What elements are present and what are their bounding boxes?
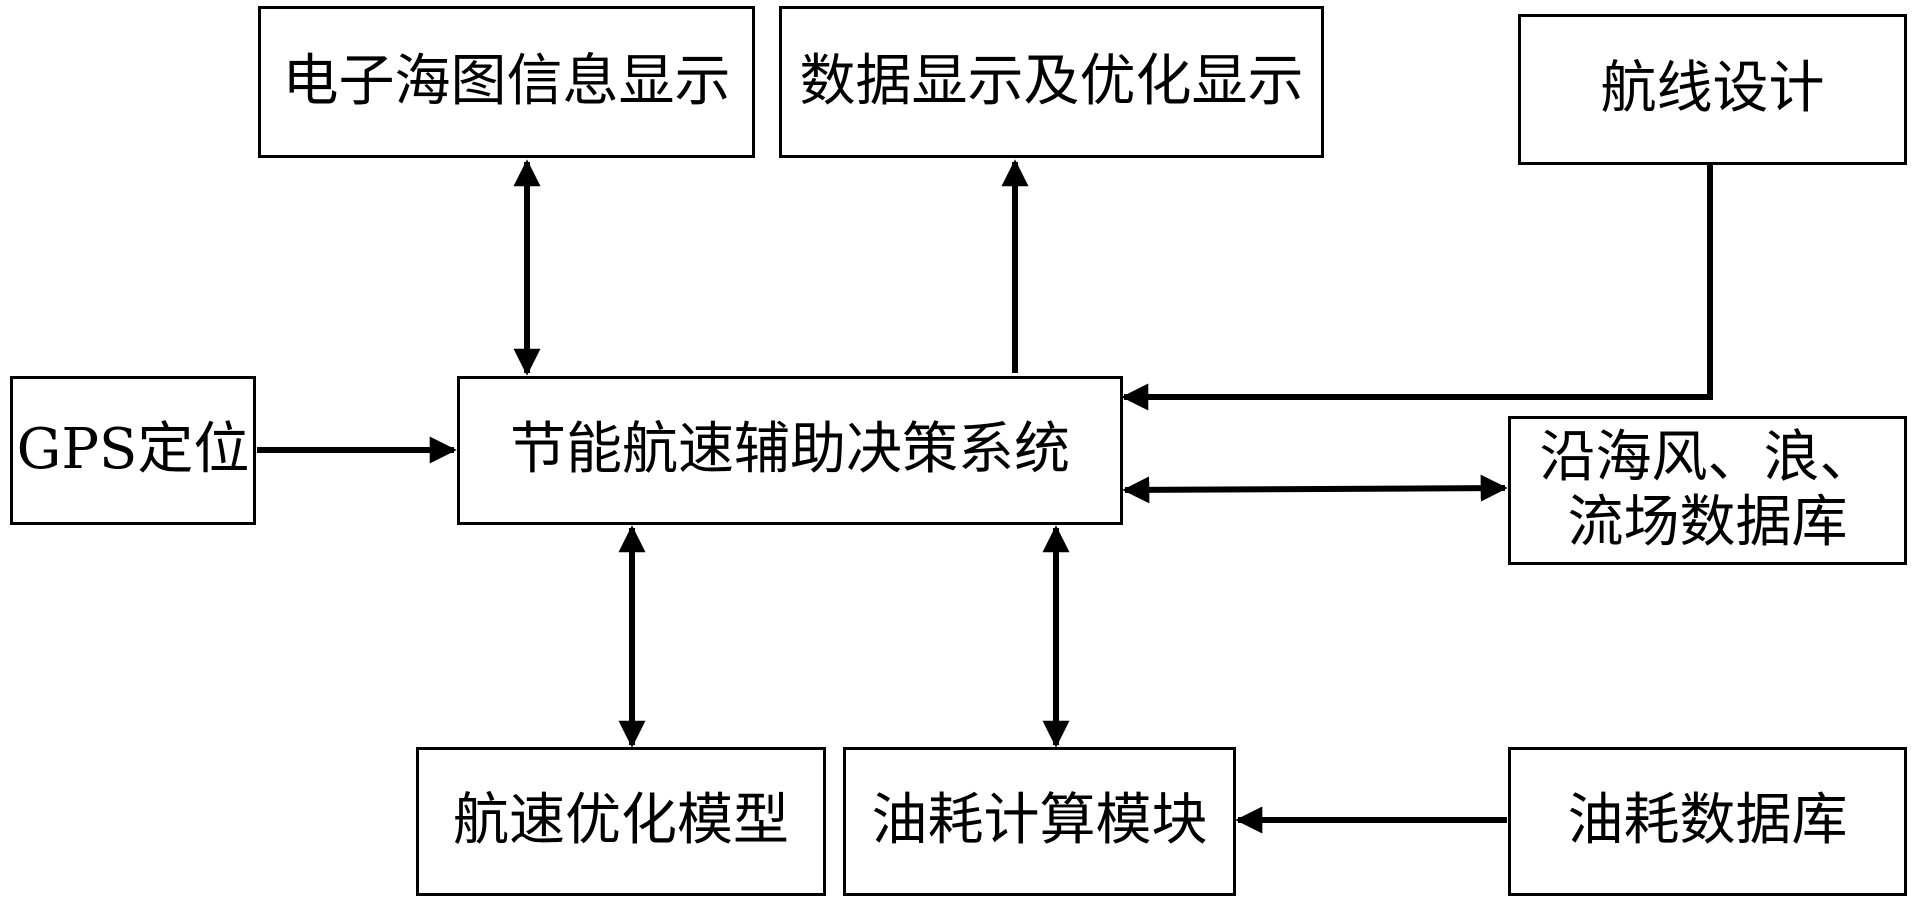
- node-fuel-calc-label: 油耗计算模块: [871, 788, 1208, 854]
- node-speed-model: 航速优化模型: [416, 747, 826, 896]
- node-env-database: 沿海风、浪、 流场数据库: [1508, 416, 1907, 565]
- node-env-database-label-line2: 流场数据库: [1567, 489, 1848, 555]
- node-route-design-label: 航线设计: [1600, 56, 1825, 122]
- edge-route-design-decision-system: [1121, 163, 1713, 411]
- node-data-display: 数据显示及优化显示: [779, 6, 1324, 158]
- node-gps-label: GPS定位: [16, 417, 250, 483]
- node-gps: GPS定位: [10, 376, 256, 525]
- node-env-database-label-line1: 沿海风、浪、: [1539, 425, 1876, 491]
- node-chart-display-label: 电子海图信息显示: [282, 48, 731, 114]
- node-decision-system-label: 节能航速辅助决策系统: [510, 417, 1070, 483]
- node-decision-system: 节能航速辅助决策系统: [457, 376, 1123, 525]
- node-route-design: 航线设计: [1518, 14, 1907, 165]
- node-data-display-label: 数据显示及优化显示: [799, 48, 1304, 114]
- node-speed-model-label: 航速优化模型: [453, 788, 789, 854]
- node-fuel-database-label: 油耗数据库: [1567, 788, 1848, 854]
- node-chart-display: 电子海图信息显示: [258, 6, 755, 158]
- edge-decision-system-env-db: [1122, 474, 1508, 504]
- node-fuel-database: 油耗数据库: [1508, 747, 1907, 896]
- node-fuel-calc: 油耗计算模块: [843, 747, 1236, 896]
